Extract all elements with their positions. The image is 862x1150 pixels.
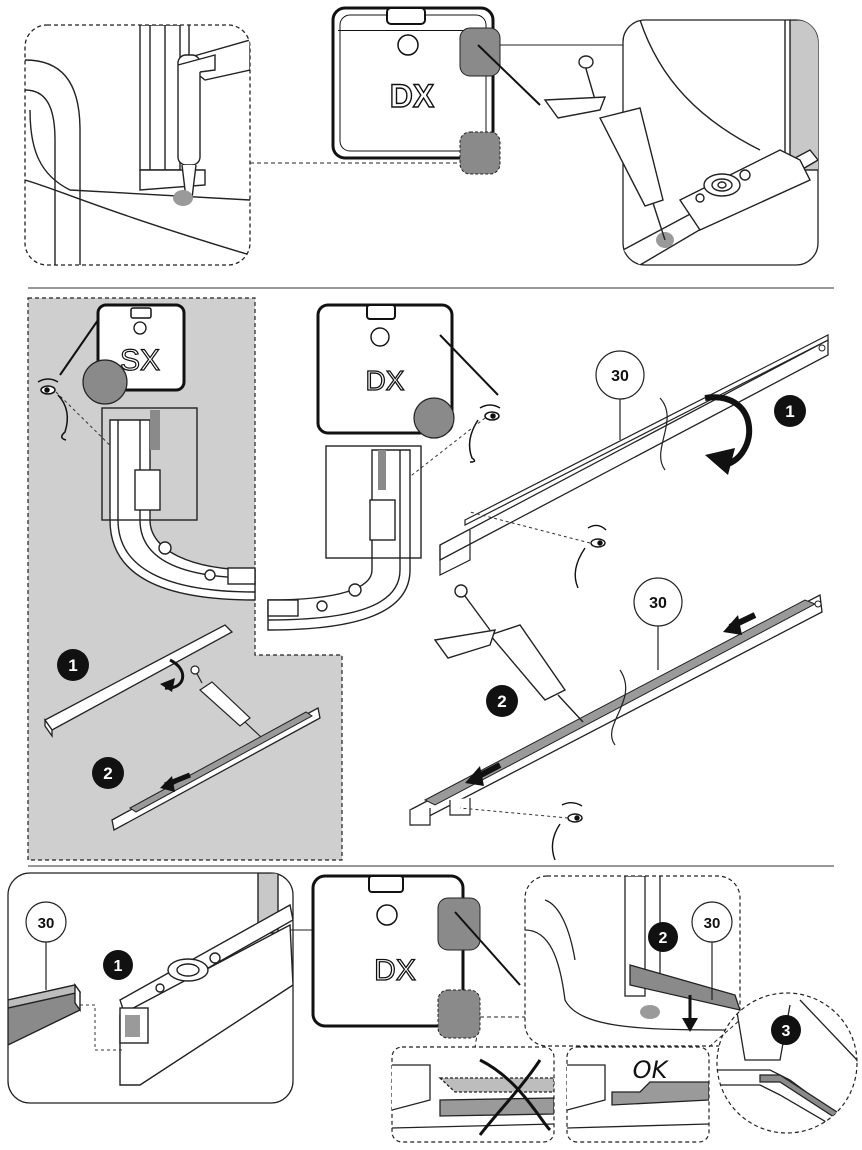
highlight-corner-top [459,27,501,77]
step-2-badge: 2 [497,692,506,711]
top-right-detail [543,19,819,266]
door-frame-dx-middle: DX [316,303,499,439]
top-section: DX [24,6,819,266]
bottom-right-detail: 2 30 [524,875,741,1047]
wrong-example [391,1046,555,1143]
silicone-gun-icon [433,584,584,723]
eye-icon [574,524,607,589]
silicone-gun-icon [177,54,201,166]
profile-number-30: 30 [38,915,55,932]
step-1-badge: 1 [114,958,123,975]
door-frame-sx: SX [59,303,186,405]
eye-icon [468,404,501,463]
highlight-corner-bottom [459,131,501,175]
bottom-left-detail: 30 1 [7,872,294,1104]
step-1-badge: 1 [785,402,794,421]
door-frame-dx-bottom: DX [311,874,521,1039]
dx-step-1: 30 1 [439,334,829,589]
ok-label: OK [633,1056,670,1084]
dx-step-2: 30 2 [409,577,823,861]
door-frame-dx-top: DX [331,6,541,175]
wrong-cross-icon [479,1058,552,1132]
step-2-badge: 2 [659,930,668,947]
door-label-sx: SX [120,344,160,377]
bottom-section: 30 1 DX [7,872,858,1143]
profile-number-30: 30 [649,595,667,612]
step-2-badge: 2 [103,764,112,783]
correct-example: OK [566,1046,710,1143]
middle-section: SX DX [27,297,829,861]
profile-number-30: 30 [704,915,721,932]
profile-number-30: 30 [611,368,629,385]
door-label-dx: DX [366,365,405,396]
door-label-dx: DX [374,954,416,987]
step-3-badge: 3 [782,1023,791,1040]
curved-profile-dx [267,445,422,631]
curved-profile-sx [101,407,256,601]
rotate-arrow-icon [704,394,753,468]
silicone-gun-icon [543,55,666,241]
eye-icon [551,802,583,861]
eye-icon [37,378,69,441]
door-label-dx: DX [390,78,435,114]
top-left-detail [24,24,251,266]
step-1-badge: 1 [68,656,77,675]
sx-step-2: 2 [92,707,321,831]
silicone-gun-icon [190,665,263,739]
zoom-circle-detail: 3 [716,992,858,1134]
sx-step-1: 1 [44,624,263,739]
